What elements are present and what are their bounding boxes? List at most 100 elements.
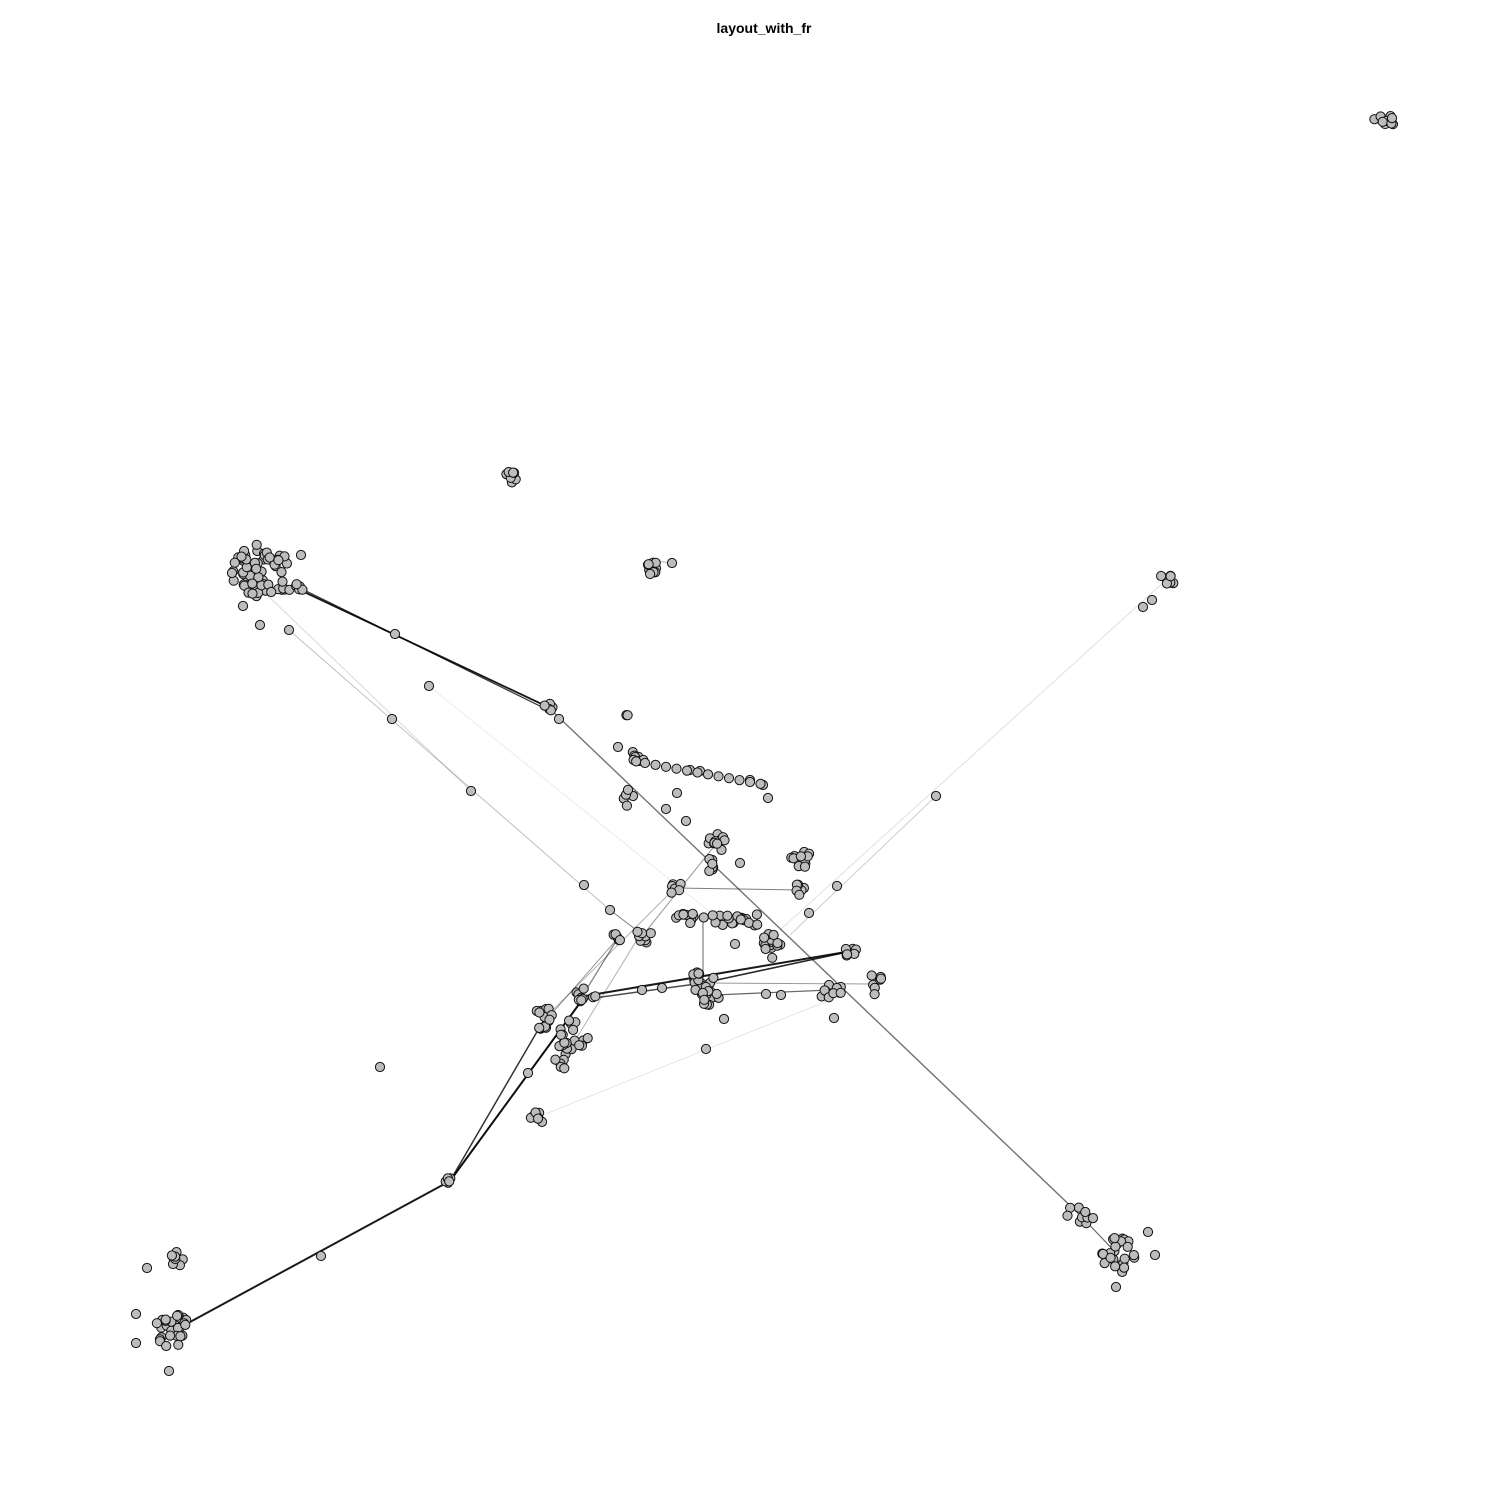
- node: [444, 1176, 455, 1187]
- node: [671, 763, 682, 774]
- node: [614, 935, 626, 946]
- node: [534, 1022, 545, 1034]
- node: [660, 761, 672, 772]
- node: [1165, 571, 1176, 582]
- node: [632, 926, 643, 937]
- node: [699, 994, 710, 1005]
- node: [768, 929, 779, 941]
- edge: [674, 887, 801, 891]
- node: [645, 568, 656, 580]
- node: [722, 910, 733, 921]
- node: [687, 908, 698, 920]
- node: [578, 879, 590, 891]
- node: [794, 889, 805, 900]
- node: [264, 552, 275, 563]
- node: [1142, 1226, 1154, 1238]
- plot-title: layout_with_fr: [716, 20, 812, 36]
- node: [693, 968, 704, 979]
- node: [1062, 1210, 1073, 1221]
- node: [1156, 570, 1167, 582]
- node: [236, 551, 247, 562]
- node: [229, 557, 240, 568]
- edge: [544, 887, 676, 1019]
- node: [175, 1331, 186, 1342]
- node: [130, 1337, 142, 1349]
- node: [681, 765, 693, 776]
- node: [564, 1015, 575, 1026]
- edge-layer: [189, 559, 1167, 1323]
- node: [604, 904, 616, 916]
- node: [666, 887, 677, 898]
- node: [590, 991, 601, 1002]
- node: [707, 858, 718, 869]
- node: [130, 1308, 142, 1320]
- node: [1122, 1241, 1133, 1253]
- node: [1087, 1213, 1099, 1224]
- node: [643, 559, 654, 570]
- node: [295, 549, 307, 561]
- node: [166, 1250, 177, 1261]
- node: [276, 567, 287, 578]
- edge: [288, 629, 611, 911]
- node: [247, 578, 258, 589]
- node: [1377, 116, 1388, 127]
- node: [656, 982, 668, 994]
- node: [389, 628, 401, 640]
- node: [734, 857, 746, 869]
- node: [534, 1007, 545, 1018]
- node: [759, 932, 770, 943]
- node: [755, 778, 766, 790]
- node: [237, 600, 249, 612]
- node: [631, 756, 642, 767]
- node: [251, 539, 262, 550]
- node: [685, 917, 696, 929]
- node: [1080, 1206, 1091, 1218]
- node: [650, 759, 661, 771]
- node: [831, 880, 843, 892]
- edge: [584, 950, 853, 997]
- node: [522, 1067, 534, 1079]
- edge: [449, 1017, 546, 1182]
- node: [671, 787, 683, 799]
- node: [180, 1319, 191, 1331]
- edge: [547, 937, 619, 1019]
- node: [678, 909, 689, 920]
- node: [465, 785, 477, 797]
- node: [1146, 594, 1158, 606]
- node: [760, 943, 771, 955]
- node: [666, 557, 678, 569]
- node: [639, 757, 651, 769]
- node: [1128, 1250, 1140, 1261]
- node: [315, 1250, 327, 1262]
- edge: [702, 950, 853, 984]
- node: [273, 555, 284, 566]
- node: [576, 995, 587, 1006]
- node: [172, 1310, 183, 1321]
- node: [735, 914, 746, 925]
- node: [772, 938, 783, 949]
- node: [803, 907, 815, 919]
- node: [866, 970, 877, 981]
- node: [708, 972, 719, 984]
- edge: [537, 999, 831, 1118]
- node: [574, 1040, 585, 1051]
- node: [423, 680, 435, 692]
- node: [1110, 1281, 1122, 1293]
- edge: [449, 995, 586, 1182]
- node: [247, 588, 258, 599]
- node: [729, 938, 741, 950]
- node: [660, 803, 672, 815]
- node: [539, 700, 550, 711]
- node: [767, 952, 778, 963]
- node: [645, 928, 656, 939]
- node: [760, 988, 772, 1000]
- node: [775, 989, 787, 1001]
- node: [163, 1365, 175, 1377]
- node: [698, 912, 709, 923]
- node: [713, 771, 724, 782]
- node: [835, 987, 846, 998]
- node: [930, 790, 942, 802]
- node: [828, 1012, 840, 1024]
- node: [875, 973, 887, 984]
